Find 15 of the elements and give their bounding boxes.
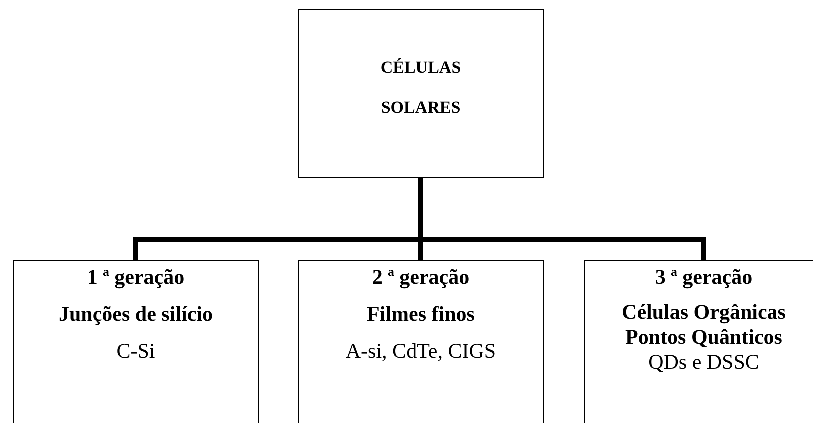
category-name: Pontos Quânticos (626, 325, 782, 350)
material-examples: A-si, CdTe, CIGS (346, 339, 496, 364)
category-box (298, 260, 544, 423)
material-examples: C-Si (116, 339, 156, 364)
root-title: CÉLULAS SOLARES (380, 57, 462, 119)
category-name: Filmes finos (367, 302, 475, 327)
generation-heading: 2 ª geração (372, 265, 470, 290)
category-name: Junções de silício (58, 302, 213, 327)
category-name: Células Orgânicas (622, 300, 786, 325)
category-box (13, 260, 259, 423)
root-box (298, 9, 544, 178)
material-examples: QDs e DSSC (648, 350, 760, 375)
generation-heading: 3 ª geração (655, 265, 753, 290)
category-box (584, 260, 813, 423)
generation-heading: 1 ª geração (87, 265, 185, 290)
